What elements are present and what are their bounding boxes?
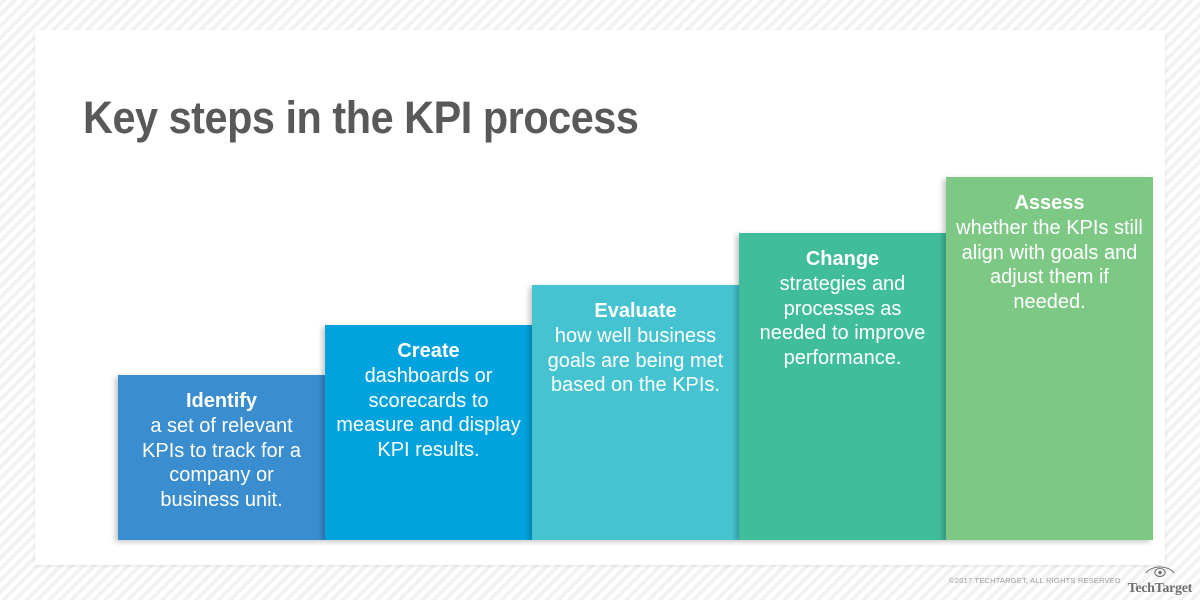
page-title: Key steps in the KPI process xyxy=(83,92,639,143)
step-heading: Identify xyxy=(185,390,258,412)
step-heading: Change xyxy=(805,248,880,270)
techtarget-logo: TechTarget xyxy=(1128,564,1192,596)
process-step-change: Change strategies and processes as neede… xyxy=(739,233,946,540)
step-description: strategies and processes as needed to im… xyxy=(759,273,926,369)
kpi-process-staircase-chart: Identify a set of relevant KPIs to track… xyxy=(118,175,1153,540)
copyright-text: ©2017 TECHTARGET, ALL RIGHTS RESERVED xyxy=(949,575,1121,585)
process-step-identify: Identify a set of relevant KPIs to track… xyxy=(118,375,325,540)
step-description: a set of relevant KPIs to track for a co… xyxy=(142,415,301,511)
process-step-evaluate: Evaluate how well business goals are bei… xyxy=(532,285,739,540)
step-description: whether the KPIs still align with goals … xyxy=(956,217,1143,313)
step-description: dashboards or scorecards to measure and … xyxy=(336,365,521,461)
techtarget-wordmark: TechTarget xyxy=(1127,581,1193,596)
footer: ©2017 TECHTARGET, ALL RIGHTS RESERVED Te… xyxy=(949,564,1192,596)
process-step-create: Create dashboards or scorecards to measu… xyxy=(325,325,532,540)
process-step-assess: Assess whether the KPIs still align with… xyxy=(946,177,1153,540)
infographic-card: Key steps in the KPI process Identify a … xyxy=(35,30,1165,565)
step-description: how well business goals are being met ba… xyxy=(547,325,724,397)
step-heading: Assess xyxy=(1014,192,1085,214)
step-heading: Create xyxy=(397,340,460,362)
eye-icon xyxy=(1145,564,1175,581)
step-heading: Evaluate xyxy=(594,300,677,322)
